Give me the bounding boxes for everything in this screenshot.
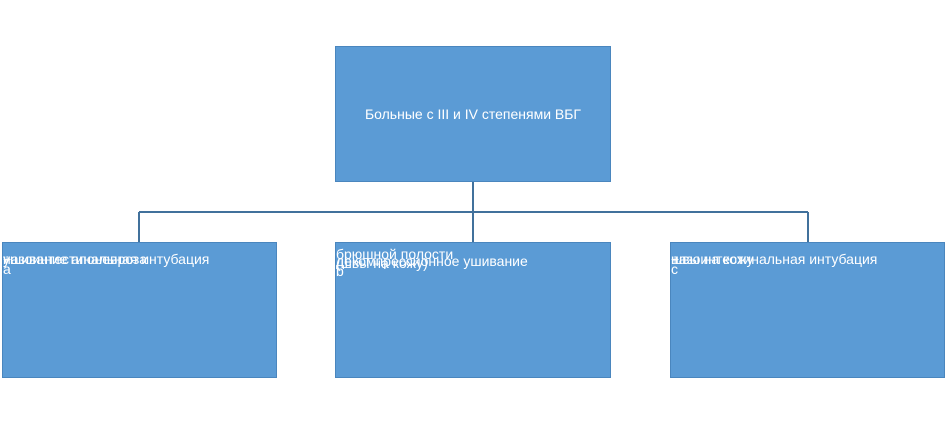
child-a-plus: + (3, 251, 12, 267)
root-label: Больные с III и IV степенями ВБГ (364, 106, 582, 122)
child-a-letter: a (3, 261, 11, 277)
child-a-line1: назоинтестинальная интубация (3, 251, 210, 267)
child-node-a: a назоинтестинальная интубация + ушивани… (2, 242, 277, 378)
child-node-b: b декомпрессионное ушивание брюшной поло… (335, 242, 611, 378)
child-node-c: c назоинтестинальная интубация + швы на … (670, 242, 945, 378)
child-a-line2: ушивание апоневроза (3, 251, 148, 267)
child-b-line3: (швы на кожу) (336, 255, 428, 271)
child-c-line2: швы на кожу (671, 251, 754, 267)
child-b-line2: брюшной полости (336, 246, 454, 262)
child-b-letter: b (336, 263, 344, 279)
child-c-plus: + (671, 251, 680, 267)
child-c-line1: назоинтестинальная интубация (671, 251, 878, 267)
child-c-letter: c (671, 261, 678, 277)
root-node: Больные с III и IV степенями ВБГ (335, 46, 611, 182)
child-b-line1: декомпрессионное ушивание (336, 253, 528, 269)
